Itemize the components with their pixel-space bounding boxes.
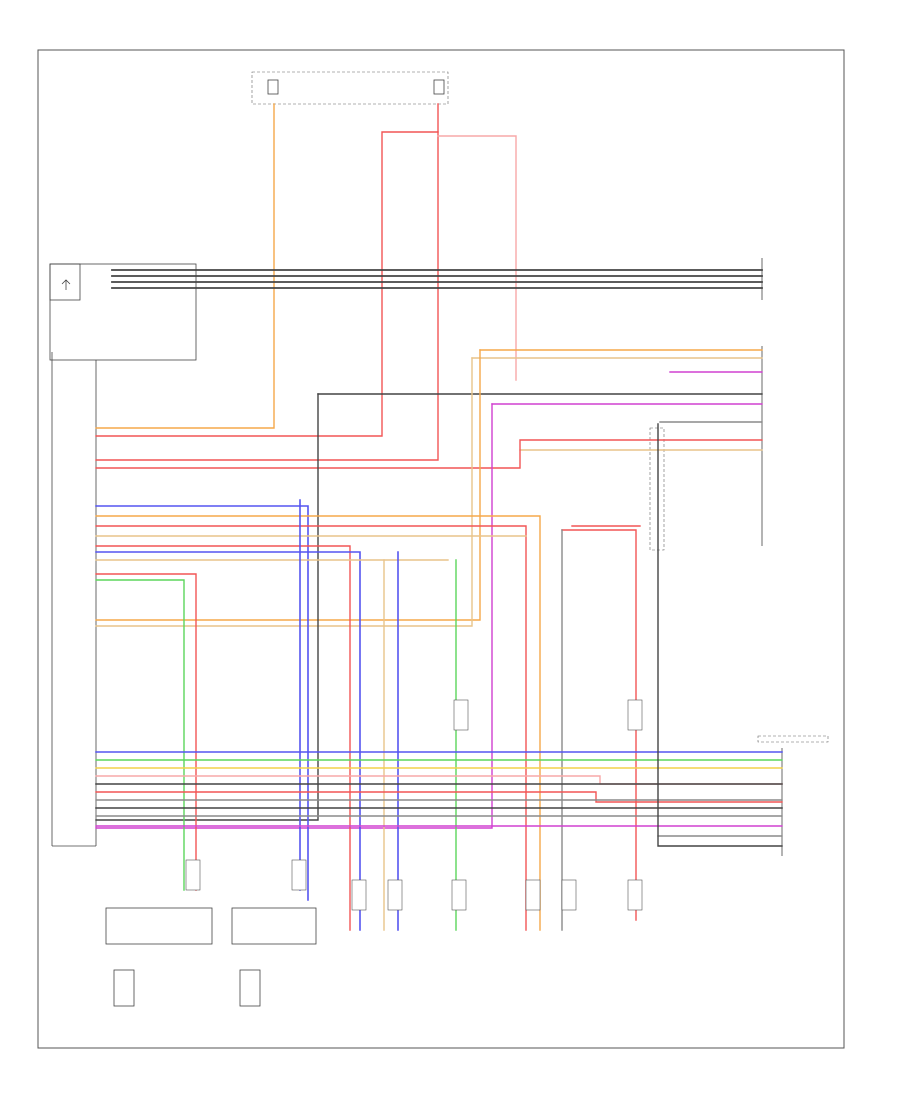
fuse-panel (251, 71, 449, 105)
wire-red-feed-1 (95, 103, 439, 437)
right-connector-lower (757, 735, 829, 856)
component-left-1 (105, 907, 213, 945)
connector-mid-1 (453, 699, 469, 731)
diagram-frame (37, 49, 845, 1049)
wire-pink-feed (437, 135, 517, 381)
component-group (105, 699, 643, 1007)
wire-pink-low (95, 775, 783, 785)
wire-red-4 (95, 573, 197, 891)
wire-red-mid (95, 439, 763, 469)
wire-orange-down (95, 349, 481, 621)
connector-c3 (351, 879, 367, 911)
connector-mid-2 (627, 699, 643, 731)
left-connector-strip (51, 352, 97, 847)
wire-green-1 (95, 579, 185, 891)
wire-blue-2 (95, 551, 361, 931)
wire-red-3 (95, 545, 351, 931)
connector-c5 (451, 879, 467, 911)
connector-c8 (627, 879, 643, 911)
connector-c4 (387, 879, 403, 911)
radio-unit (49, 263, 197, 361)
wire-blue-1 (95, 505, 309, 901)
wire-red-feed-2 (95, 131, 439, 461)
component-left-2 (231, 907, 317, 945)
fuse-left (267, 79, 279, 95)
wire-tan-down (95, 357, 473, 627)
wire-group (95, 103, 783, 931)
wire-black-right (657, 423, 783, 847)
right-module-box (649, 427, 665, 551)
antenna-block (49, 263, 81, 301)
speaker-left-2 (239, 969, 261, 1007)
wire-orange-feed (95, 103, 275, 429)
wire-black-down (95, 393, 319, 821)
wire-violet-down (95, 403, 493, 829)
wire-red-5 (561, 529, 637, 921)
connector-c7 (561, 879, 577, 911)
speaker-left-1 (113, 969, 135, 1007)
connector-c2 (291, 859, 307, 891)
connector-c1 (185, 859, 201, 891)
connector-c6 (525, 879, 541, 911)
wire-red-low (95, 791, 783, 803)
fuse-right (433, 79, 445, 95)
wire-red-2 (95, 525, 527, 931)
antenna-icon (61, 279, 71, 290)
